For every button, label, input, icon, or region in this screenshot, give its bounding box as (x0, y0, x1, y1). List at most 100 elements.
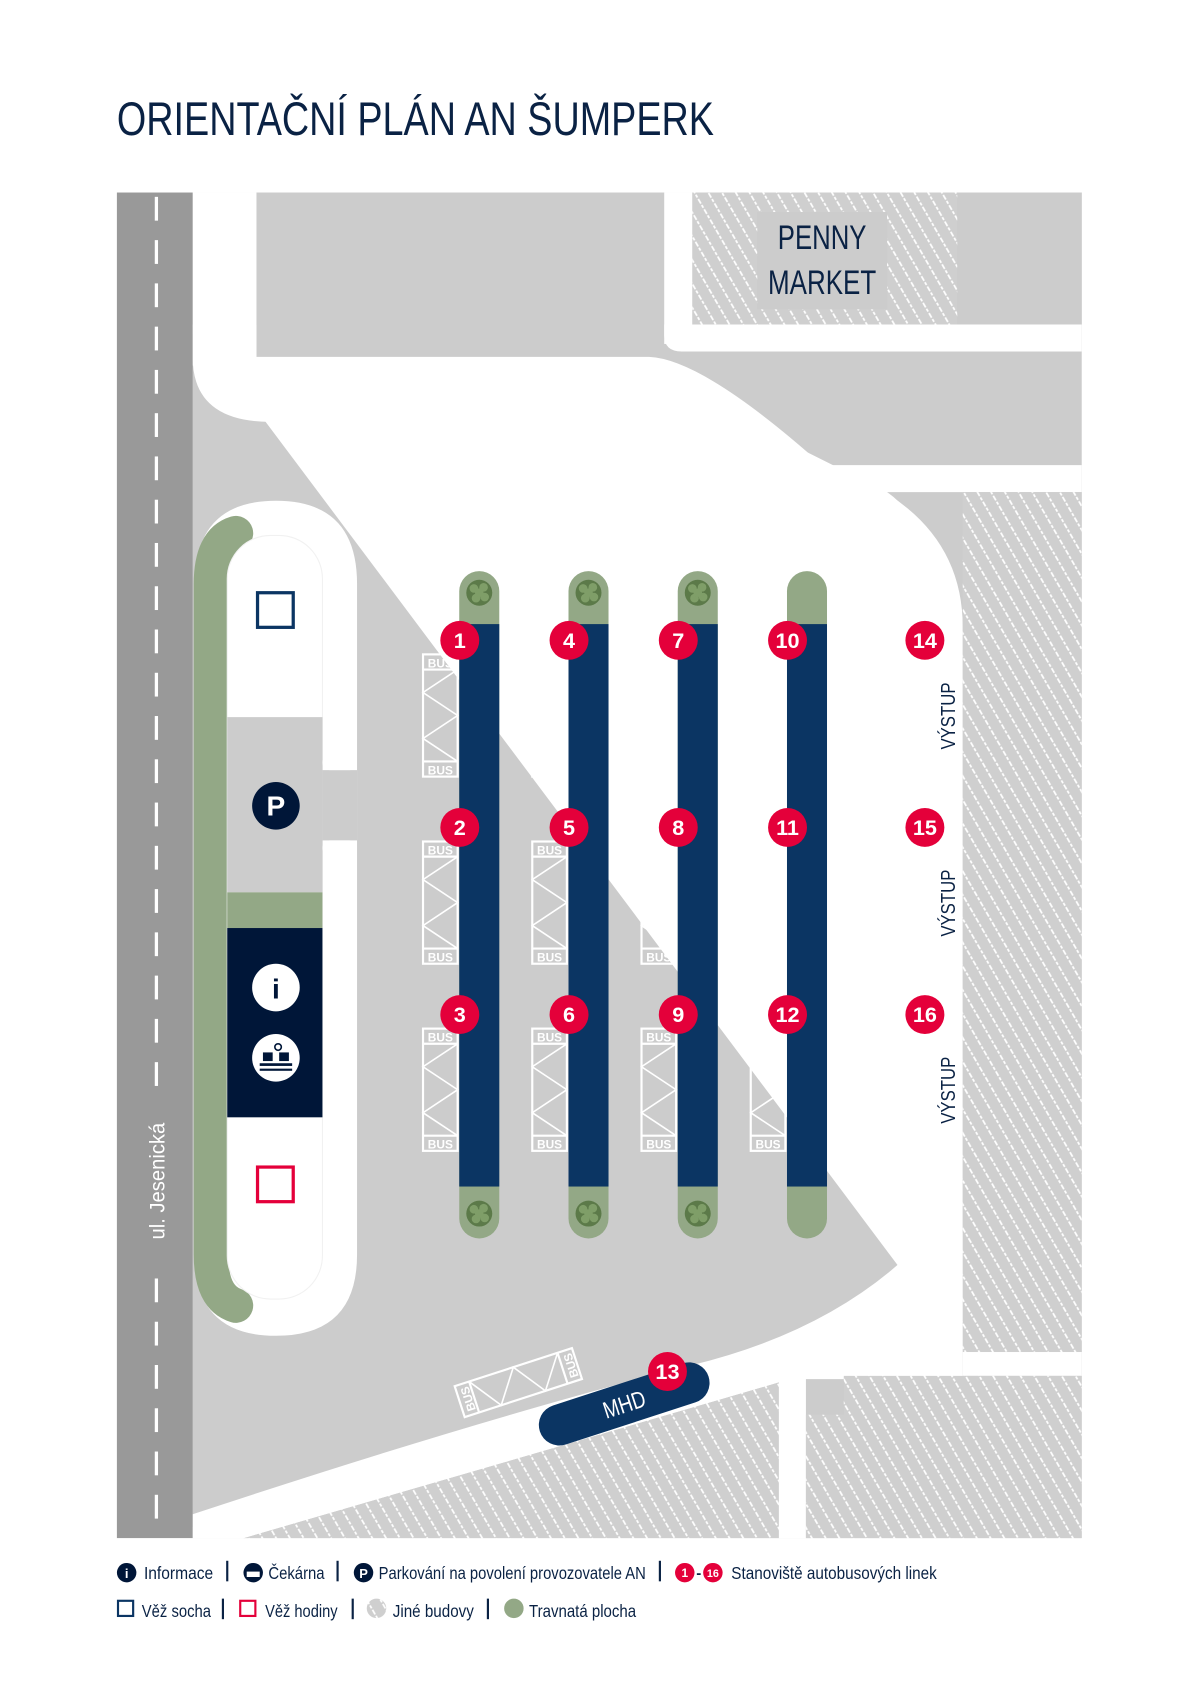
svg-text:P: P (267, 791, 286, 822)
stop-number: 1 (454, 628, 466, 653)
grass-strip (193, 515, 254, 1323)
tree-icon (684, 579, 711, 606)
bus-label: BUS (537, 763, 562, 777)
stop-number: 11 (776, 815, 799, 840)
bus-label: BUS (895, 763, 920, 777)
info-icon: i (252, 963, 300, 1012)
legend-parking: Parkování na povolení provozovatele AN (379, 1563, 646, 1583)
lane-dash (154, 1321, 159, 1346)
bus-label: BUS (895, 951, 920, 965)
platform (459, 624, 500, 1187)
bus-label: BUS (895, 843, 920, 857)
legend-info: Informace (144, 1563, 213, 1583)
bus-label: BUS (646, 1031, 671, 1045)
lane-dash (154, 1451, 159, 1476)
lane-dash (154, 629, 159, 654)
legend-waiting: Čekárna (268, 1563, 325, 1583)
lane-dash (154, 283, 159, 308)
bus-label: BUS (428, 951, 453, 965)
tree-icon (466, 579, 493, 606)
stop-number-badge: 3 (440, 995, 480, 1035)
stop-number-badge: 8 (658, 807, 698, 847)
tree-icon (575, 579, 602, 606)
lane-dash (154, 1278, 159, 1303)
bus-label: BUS (537, 656, 562, 670)
platform (786, 624, 828, 1187)
tree-icon (575, 1200, 602, 1227)
legend-info-icon: i (116, 1562, 137, 1583)
bus-label: BUS (537, 1138, 562, 1152)
legend-separator (486, 1598, 490, 1620)
stop-number-badge: 12 (768, 995, 807, 1035)
stop-number-badge: 9 (658, 995, 698, 1035)
legend-clock-tower: Věž hodiny (265, 1601, 338, 1621)
stop-number: 16 (913, 1002, 937, 1027)
waiting-room-icon (252, 1034, 300, 1082)
bus-label: BUS (646, 843, 671, 857)
legend-parking-icon: P (353, 1562, 374, 1583)
stop-number: 5 (563, 815, 575, 840)
bus-label: BUS (646, 1138, 671, 1152)
building-label-line2: MARKET (768, 264, 876, 302)
road-lane-markings (154, 196, 159, 1519)
svg-text:i: i (272, 973, 280, 1004)
clock-tower-icon (255, 1165, 295, 1204)
stop-number: 10 (775, 628, 799, 653)
lane-dash (154, 369, 159, 394)
bus-label: BUS (756, 843, 781, 857)
other-buildings (192, 192, 1082, 1539)
info-glyph: i (125, 1566, 129, 1581)
stop-to: 16 (707, 1568, 719, 1580)
lane-dash (154, 1062, 159, 1086)
bus-label: BUS (756, 1138, 781, 1152)
legend-stops: Stanoviště autobusových linek (731, 1563, 937, 1583)
bus-label: BUS (895, 1138, 920, 1152)
lane-dash (154, 240, 159, 264)
legend-other-buildings: Jiné budovy (393, 1601, 474, 1621)
bus-label: BUS (756, 951, 781, 965)
bottom-right-building (805, 1375, 1082, 1539)
stop-number-badge: 14 (905, 620, 945, 660)
page-title: ORIENTAČNÍ PLÁN AN ŠUMPERK (117, 92, 714, 146)
stop-number: 12 (775, 1002, 799, 1027)
bus-label: BUS (756, 763, 781, 777)
stop-number-badge: 10 (768, 620, 807, 660)
lane-dash (154, 1494, 159, 1519)
bus-label: BUS (895, 1031, 920, 1045)
bus-platforms: BUSBUS1BUSBUS2BUSBUS3BUSBUS4BUSBUS5BUSBU… (421, 571, 960, 1239)
stop-number: 6 (563, 1002, 575, 1027)
terminal-island: P i (193, 500, 358, 1336)
lane-dash (154, 672, 159, 697)
exit-label: VÝSTUP (937, 1057, 960, 1124)
stop-number: 3 (454, 1002, 466, 1027)
bus-label: BUS (428, 1031, 453, 1045)
lane-dash (154, 932, 159, 957)
stop-number: 2 (454, 815, 466, 840)
bus-bay: BUS BUS (640, 1027, 678, 1152)
exit-label: VÝSTUP (937, 870, 960, 937)
tree-icon (684, 1200, 711, 1227)
right-building (962, 492, 1082, 1353)
lane-dash (154, 542, 159, 567)
bus-label: BUS (537, 951, 562, 965)
parking-glyph: P (359, 1566, 368, 1581)
legend-separator (226, 1560, 229, 1582)
building-label-line1: PENNY (778, 219, 867, 257)
stop-number-badge: 2 (440, 807, 480, 847)
bus-bay: BUS BUS (887, 840, 928, 965)
bus-label: BUS (756, 656, 781, 670)
